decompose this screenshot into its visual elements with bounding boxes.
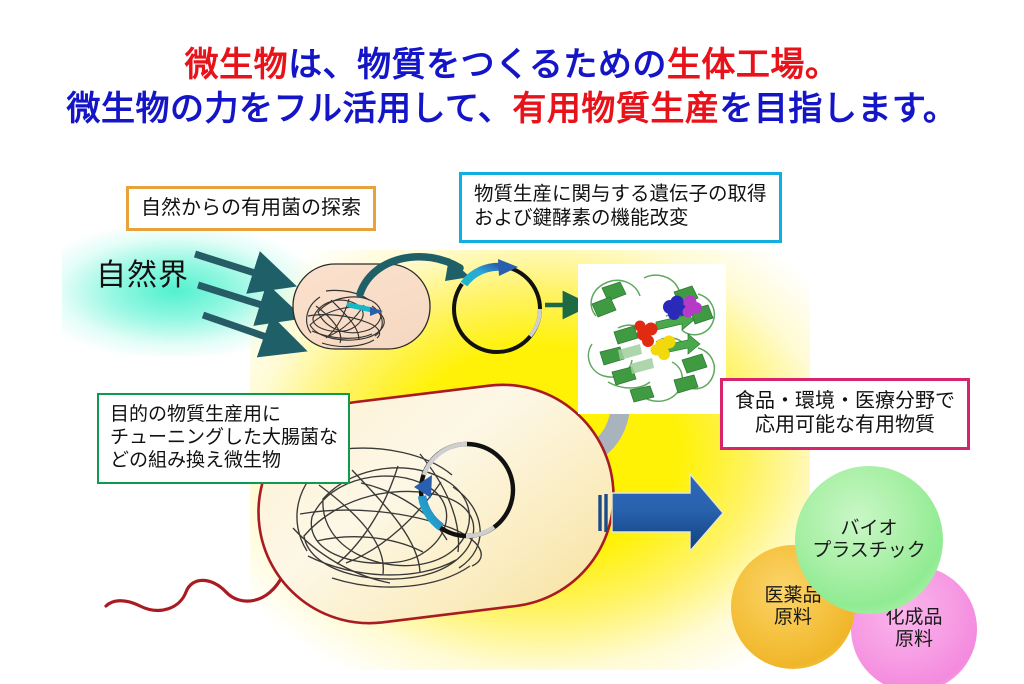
page-title: 微生物は、物質をつくるための生体工場。 微生物の力をフル活用して、有用物質生産を… — [0, 44, 1024, 131]
output-arrow-icon — [598, 472, 724, 553]
label-useful-substances: 食品・環境・医療分野で 応用可能な有用物質 — [720, 378, 970, 450]
title-seg-2c: を目指します。 — [719, 89, 958, 128]
wild-bacterium-icon — [292, 263, 431, 350]
feedback-arrow-icon — [524, 409, 630, 471]
title-seg-1a: 微生物 — [184, 46, 289, 84]
title-seg-2b: 有用物質生産 — [512, 89, 720, 128]
title-seg-1b: は、 — [288, 46, 358, 84]
plasmid-small-icon — [452, 259, 542, 354]
ligand-residues-icon — [634, 295, 702, 360]
flagellum-icon — [104, 573, 285, 612]
product-circle-bioplastic: バイオ プラスチック — [795, 466, 943, 614]
title-seg-1c: 物質をつくるための — [357, 46, 667, 84]
gene-transfer-arrow-icon — [356, 252, 470, 298]
plasmid-large-icon — [414, 441, 516, 539]
label-gene-acquisition: 物質生産に関与する遺伝子の取得 および鍵酵素の機能改変 — [459, 172, 782, 243]
protein-ribbon-structure-icon — [578, 264, 726, 414]
title-seg-1d: 生体工場。 — [666, 46, 840, 84]
source-arrows-icon — [193, 250, 308, 358]
title-seg-2a: 微生物の力をフル活用して、 — [66, 89, 513, 128]
protein-structure-panel — [578, 264, 726, 414]
label-natural-screening: 自然からの有用菌の探索 — [126, 186, 376, 232]
title-line-2: 微生物の力をフル活用して、有用物質生産を目指します。 — [0, 88, 1024, 132]
nature-source-label: 自然界 — [96, 259, 189, 292]
label-recombinant-microbe: 目的の物質生産用に チューニングした大腸菌な どの組み換え微生物 — [97, 393, 351, 484]
title-line-1: 微生物は、物質をつくるための生体工場。 — [0, 44, 1024, 88]
